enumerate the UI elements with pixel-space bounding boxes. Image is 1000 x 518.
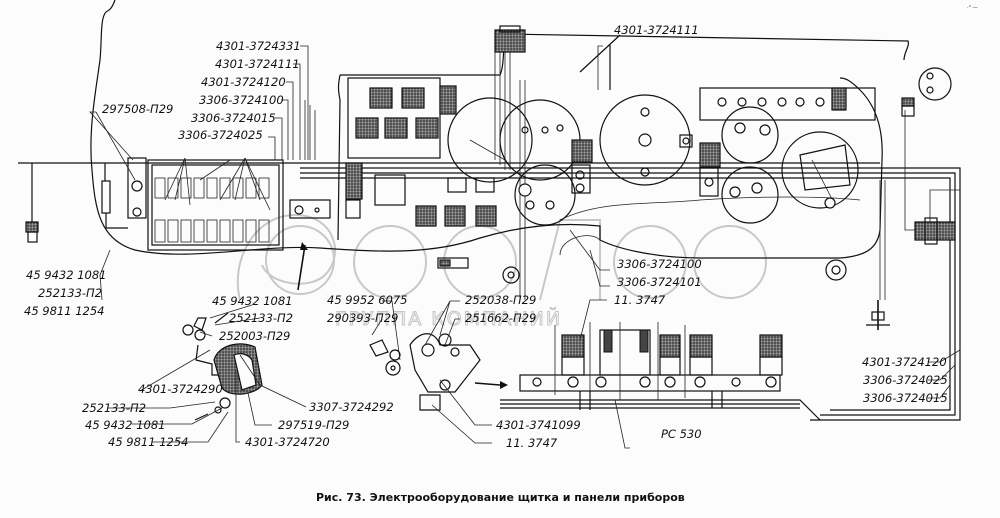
label-bottom-right-2: 3306-3724025 xyxy=(863,373,948,387)
resistor-bracket xyxy=(182,312,263,421)
switch-cluster xyxy=(345,77,533,227)
label-top-5: 3306-3724015 xyxy=(191,111,276,125)
figure-caption: Рис. 73. Электрооборудование щитка и пан… xyxy=(316,491,685,504)
part-labels: 4301-3724331 4301-3724111 4301-3724120 3… xyxy=(24,23,948,450)
label-left-bottom-1: 45 9432 1081 xyxy=(26,268,106,282)
label-top-right: 4301-3724111 xyxy=(614,23,699,37)
label-top-1: 4301-3724331 xyxy=(216,39,301,53)
corner-mark: ·° — xyxy=(967,5,978,11)
label-center-4: 251662-П29 xyxy=(465,311,536,325)
label-clip: 297519-П29 xyxy=(278,418,349,432)
label-left-bottom-3: 45 9811 1254 xyxy=(24,304,104,318)
label-mid-right-3: 11. 3747 xyxy=(614,293,666,307)
label-mid-right-1: 3306-3724100 xyxy=(617,257,702,271)
label-top-2: 4301-3724111 xyxy=(215,57,300,71)
label-center-3: 252038-П29 xyxy=(465,293,536,307)
label-relay-2: 11. 3747 xyxy=(506,436,558,450)
label-bracket-top-2: 252133-П2 xyxy=(229,311,293,325)
fuse-block xyxy=(25,157,331,291)
label-part-292: 3307-3724292 xyxy=(309,400,394,414)
label-part-720: 4301-3724720 xyxy=(245,435,330,449)
label-relay-1: 4301-3741099 xyxy=(496,418,581,432)
label-bottom-right-1: 4301-3724120 xyxy=(862,355,947,369)
label-top-4: 3306-3724100 xyxy=(199,93,284,107)
gauges xyxy=(437,87,876,284)
instrument-panel-outline xyxy=(90,0,909,259)
label-center-2: 290393-П29 xyxy=(327,311,398,325)
label-bolt: 45 9432 1081 xyxy=(85,418,165,432)
label-left-top: 297508-П29 xyxy=(102,102,173,116)
label-washer: 252133-П2 xyxy=(82,401,146,415)
label-lock: 45 9811 1254 xyxy=(108,435,188,449)
label-top-3: 4301-3724120 xyxy=(201,75,286,89)
label-bracket-top-3: 252003-П29 xyxy=(219,329,290,343)
label-center-1: 45 9952 6075 xyxy=(327,293,407,307)
top-connector xyxy=(494,25,526,53)
label-mid-right-2: 3306-3724101 xyxy=(617,275,702,289)
label-bottom-right-3: 3306-3724015 xyxy=(863,391,948,405)
label-top-6: 3306-3724025 xyxy=(178,128,263,142)
right-components xyxy=(866,67,956,330)
relay-bracket xyxy=(369,333,508,411)
label-part-290: 4301-3724290 xyxy=(138,382,223,396)
label-bracket-top-1: 45 9432 1081 xyxy=(212,294,292,308)
relay-row xyxy=(519,322,783,410)
label-relay-block: PC 530 xyxy=(661,427,702,441)
leader-lines xyxy=(89,45,961,449)
label-left-bottom-2: 252133-П2 xyxy=(38,286,102,300)
